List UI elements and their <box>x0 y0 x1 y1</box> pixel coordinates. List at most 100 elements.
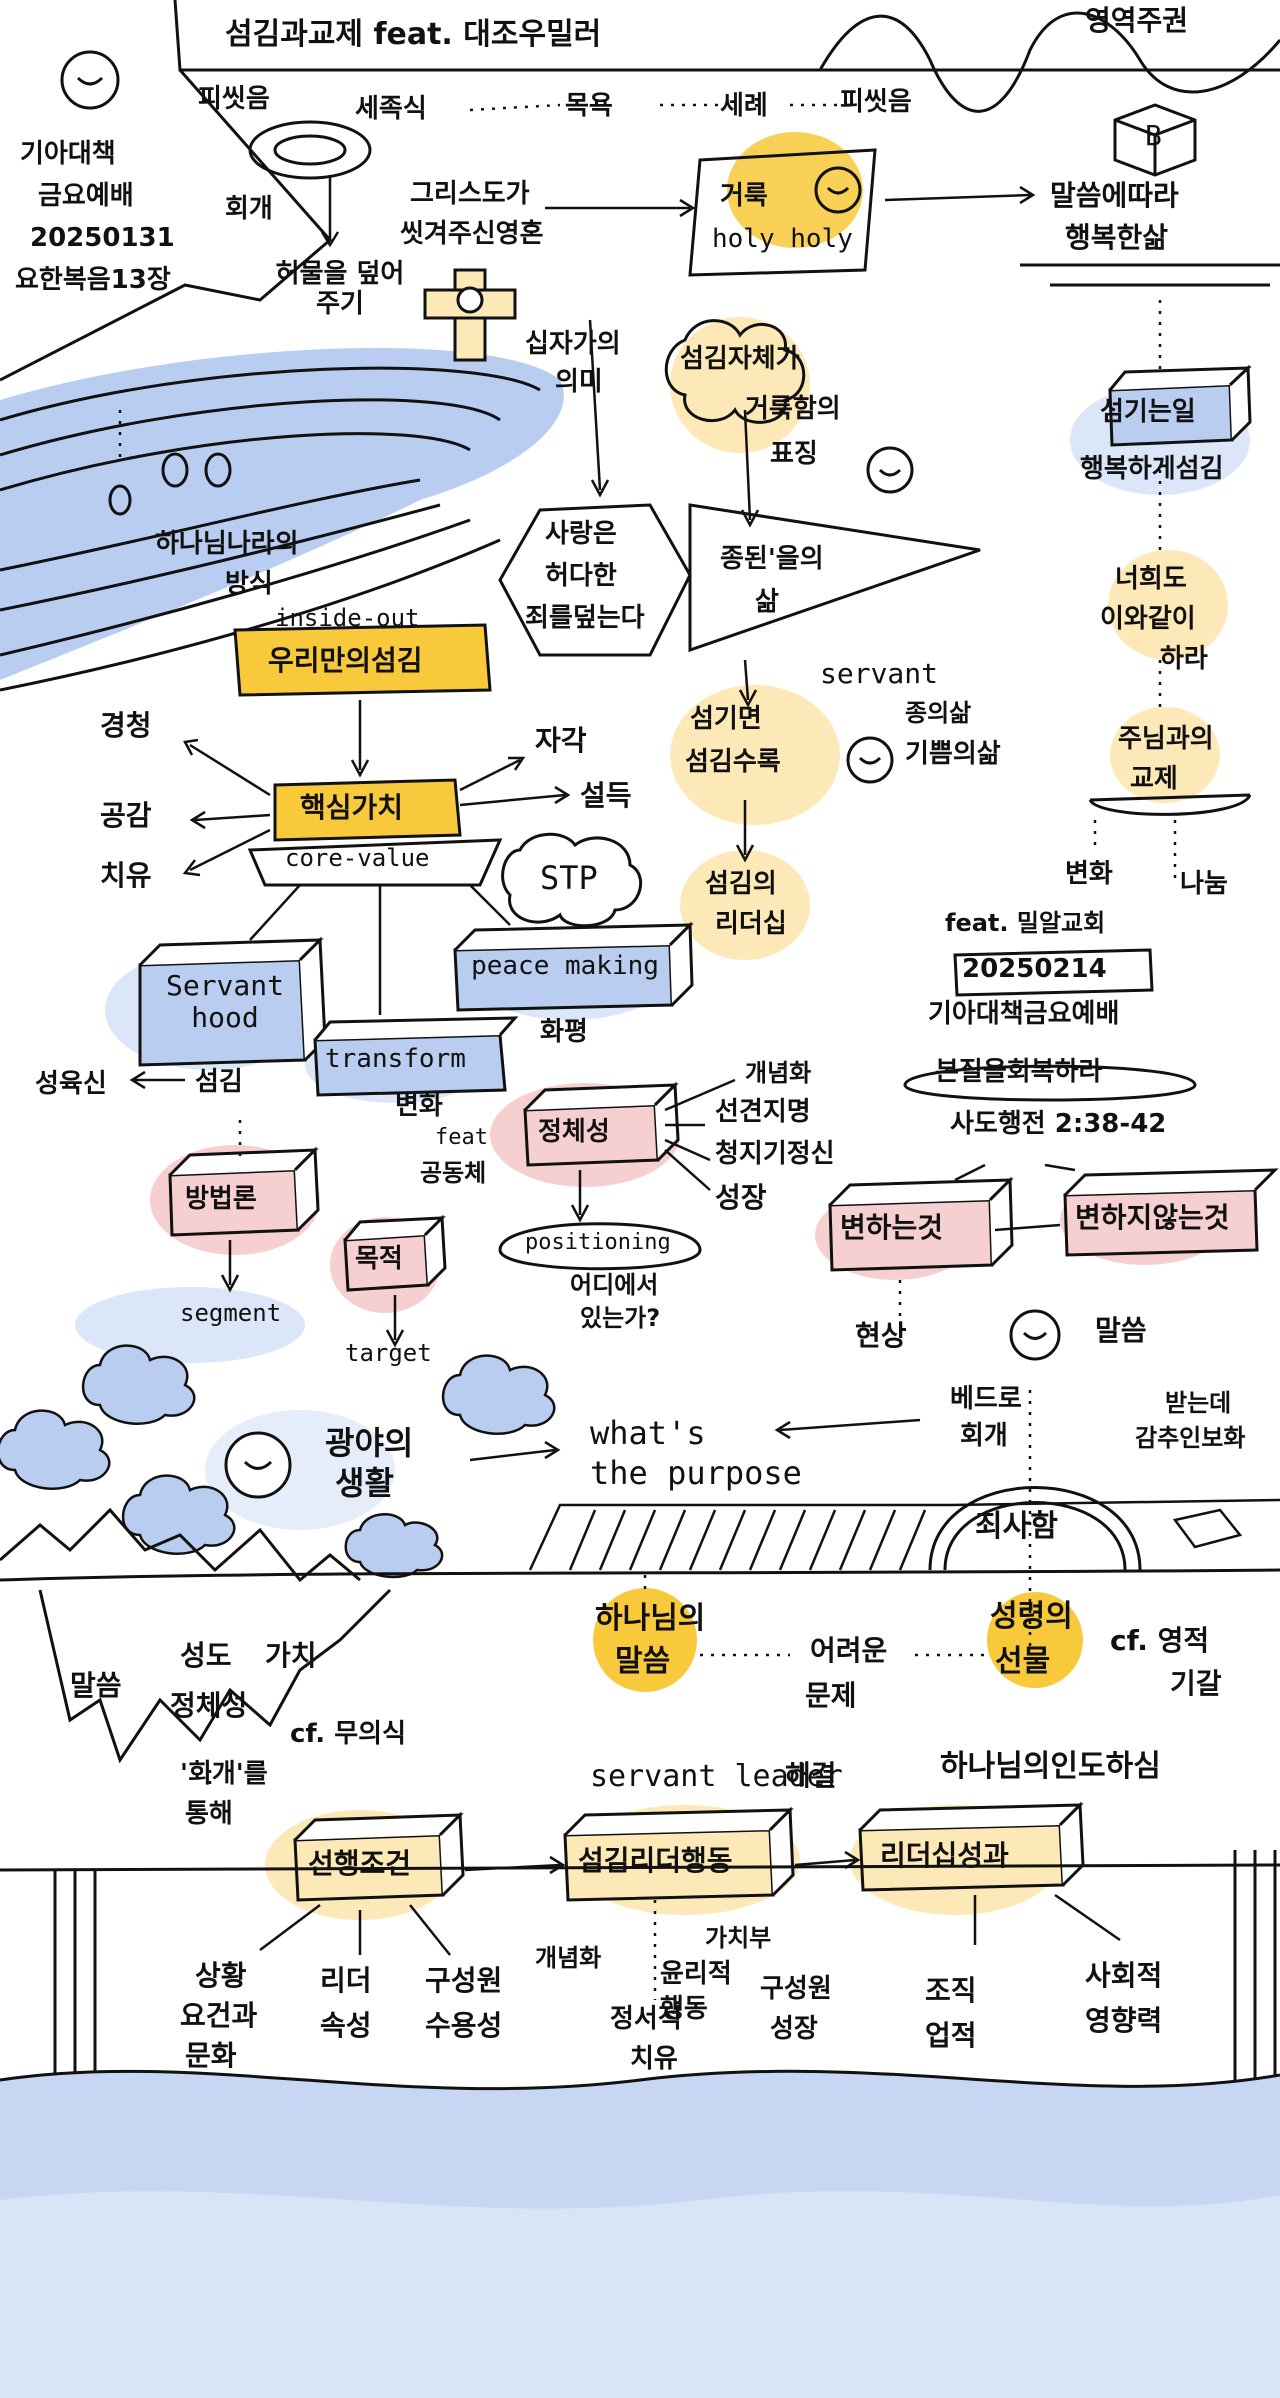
serve-symbol-line-3: 표징 <box>770 440 818 470</box>
treasure-icon <box>1175 1510 1240 1547</box>
gift-line-1: 받는데 <box>1165 1390 1231 1418</box>
fellowship-line-2: 교제 <box>1130 765 1178 795</box>
feat-restore: 본질을회복하라 <box>935 1058 1102 1088</box>
emotion-line-1: 정서적 <box>610 2005 682 2035</box>
question-line-2: the purpose <box>590 1455 802 1492</box>
core-left-listen: 경청 <box>100 710 152 742</box>
feat-date: 20250214 <box>962 955 1107 985</box>
serve-label: 섬김 <box>195 1068 243 1098</box>
core-left-empathy: 공감 <box>100 800 152 832</box>
holy-line-2: holy holy <box>712 225 853 255</box>
top-right-label: 영역주권 <box>1085 5 1188 37</box>
word-label: 말씀 <box>1095 1315 1147 1347</box>
wilderness-line-1: 광야의 <box>325 1425 413 1462</box>
forgive-label: 죄사함 <box>975 1510 1058 1545</box>
id-foresight: 선견지명 <box>715 1098 811 1128</box>
core-right-aware: 자각 <box>535 725 587 757</box>
you-too-line-1: 너희도 <box>1115 565 1187 595</box>
member-growth-line-1: 구성원 <box>760 1975 832 2005</box>
slave-triangle <box>690 505 980 650</box>
holy-line-1: 거룩 <box>720 182 768 212</box>
leader-result-label: 리더십성과 <box>880 1840 1009 1872</box>
emotion-line-2: 치유 <box>630 2045 678 2075</box>
servant-smiley-icon <box>848 738 892 782</box>
ethics-line-1: 윤리적 <box>660 1960 732 1990</box>
id-positioning: positioning <box>525 1230 671 1255</box>
member-accept-line-1: 구성원 <box>425 1965 502 1997</box>
org-line-1: 조직 <box>925 1975 977 2007</box>
page-title: 섬김과교제 feat. 대조우밀러 <box>225 18 601 53</box>
peter-line-2: 회개 <box>960 1422 1008 1452</box>
leadership-line-1: 섬김의 <box>705 870 777 900</box>
washing-feet-2: 피씻음 <box>840 88 912 118</box>
gift-line-2: 감추인보화 <box>1135 1425 1245 1453</box>
fellowship-bowl <box>1090 795 1250 814</box>
cross-figure-icon <box>425 270 515 360</box>
washing-cover: 허물을 덮어주기 <box>275 260 405 320</box>
servant-leader-label: servant leader <box>590 1760 843 1795</box>
wilderness-line-2: 생활 <box>335 1465 394 1502</box>
god-word-line-2: 말씀 <box>615 1645 670 1680</box>
serve-happy: 행복하게섬김 <box>1080 455 1224 485</box>
cube-letter: B <box>1145 120 1162 152</box>
word-happy-line-1: 말씀에따라 <box>1050 180 1179 212</box>
social-line-1: 사회적 <box>1085 1960 1162 1992</box>
word-smiley-icon <box>1011 1311 1059 1359</box>
feat-community-line-1: feat <box>435 1125 488 1150</box>
member-growth-line-2: 성장 <box>770 2015 818 2045</box>
iceberg-repent-line-1: '회개'를 <box>180 1760 268 1790</box>
header-date: 20250131 <box>30 224 175 254</box>
you-too-line-3: 하라 <box>1160 645 1208 675</box>
core-right-persuade: 설득 <box>580 780 632 812</box>
transform-change: 변화 <box>395 1092 443 1122</box>
hard-line-1: 어려운 <box>810 1635 887 1667</box>
god-word-line-1: 하나님의 <box>595 1602 705 1637</box>
hatch-plateau <box>530 1500 1280 1570</box>
fellowship-line-1: 주님과의 <box>1118 725 1214 755</box>
header-verse: 요한복음13장 <box>15 266 171 296</box>
spiritual-line-2: 기갈 <box>1170 1668 1222 1700</box>
goal-label: 목적 <box>355 1245 403 1275</box>
servant-life: 종의삶 <box>905 700 971 728</box>
serve-happy-box: 섬기는일 <box>1100 398 1196 428</box>
core-value-label: core-value <box>285 845 430 873</box>
leader-attr-line-2: 속성 <box>320 2010 372 2042</box>
situation-line-1: 상황 <box>195 1960 247 1992</box>
spirit-line-2: 선물 <box>995 1645 1050 1680</box>
stp-label: STP <box>540 860 598 897</box>
target-label: target <box>345 1340 432 1368</box>
serve-then-line-2: 섬김수록 <box>685 748 781 778</box>
god-lead-label: 하나님의인도하심 <box>940 1750 1161 1785</box>
iceberg-saint: 성도 <box>180 1640 232 1672</box>
peace-label: 화평 <box>540 1018 588 1048</box>
washing-bath: 목욕 <box>565 92 613 122</box>
washing-repent: 회개 <box>225 195 273 225</box>
yellow-blob-leadership <box>680 850 810 960</box>
feat-church: feat. 밀알교회 <box>945 910 1105 938</box>
concept-label: 개념화 <box>535 1945 601 1973</box>
core-left-heal: 치유 <box>100 860 152 892</box>
servant-hood-label: Servant hood <box>150 970 300 1034</box>
id-growth: 성장 <box>715 1182 767 1214</box>
love-line-2: 허다한 <box>545 562 617 592</box>
situation-line-2: 요건과 <box>180 2000 257 2032</box>
wilderness-smiley-icon <box>226 1433 290 1497</box>
iceberg-repent-line-2: 통해 <box>185 1800 233 1830</box>
segment-label: segment <box>180 1300 281 1328</box>
river-line-2: 방식 <box>225 570 273 600</box>
header-book: 기아대책 <box>20 140 116 170</box>
changes-label: 변하는것 <box>840 1212 943 1244</box>
transform-label: transform <box>325 1045 466 1075</box>
word-happy-line-2: 행복한삶 <box>1065 222 1168 254</box>
spiritual-line-1: cf. 영적 <box>1110 1625 1209 1657</box>
method-label: 방법론 <box>185 1185 257 1215</box>
river-line-1: 하나님나라의 <box>155 530 299 560</box>
leader-attr-line-1: 리더 <box>320 1965 372 1997</box>
serve-symbol-line-1: 섬김자체가 <box>680 345 800 375</box>
feat-community-line-2: 공동체 <box>420 1160 486 1188</box>
joy-life: 기쁨의삶 <box>905 740 1001 770</box>
hard-line-2: 문제 <box>805 1680 857 1712</box>
id-concept: 개념화 <box>745 1060 811 1088</box>
love-line-1: 사랑은 <box>545 520 617 550</box>
